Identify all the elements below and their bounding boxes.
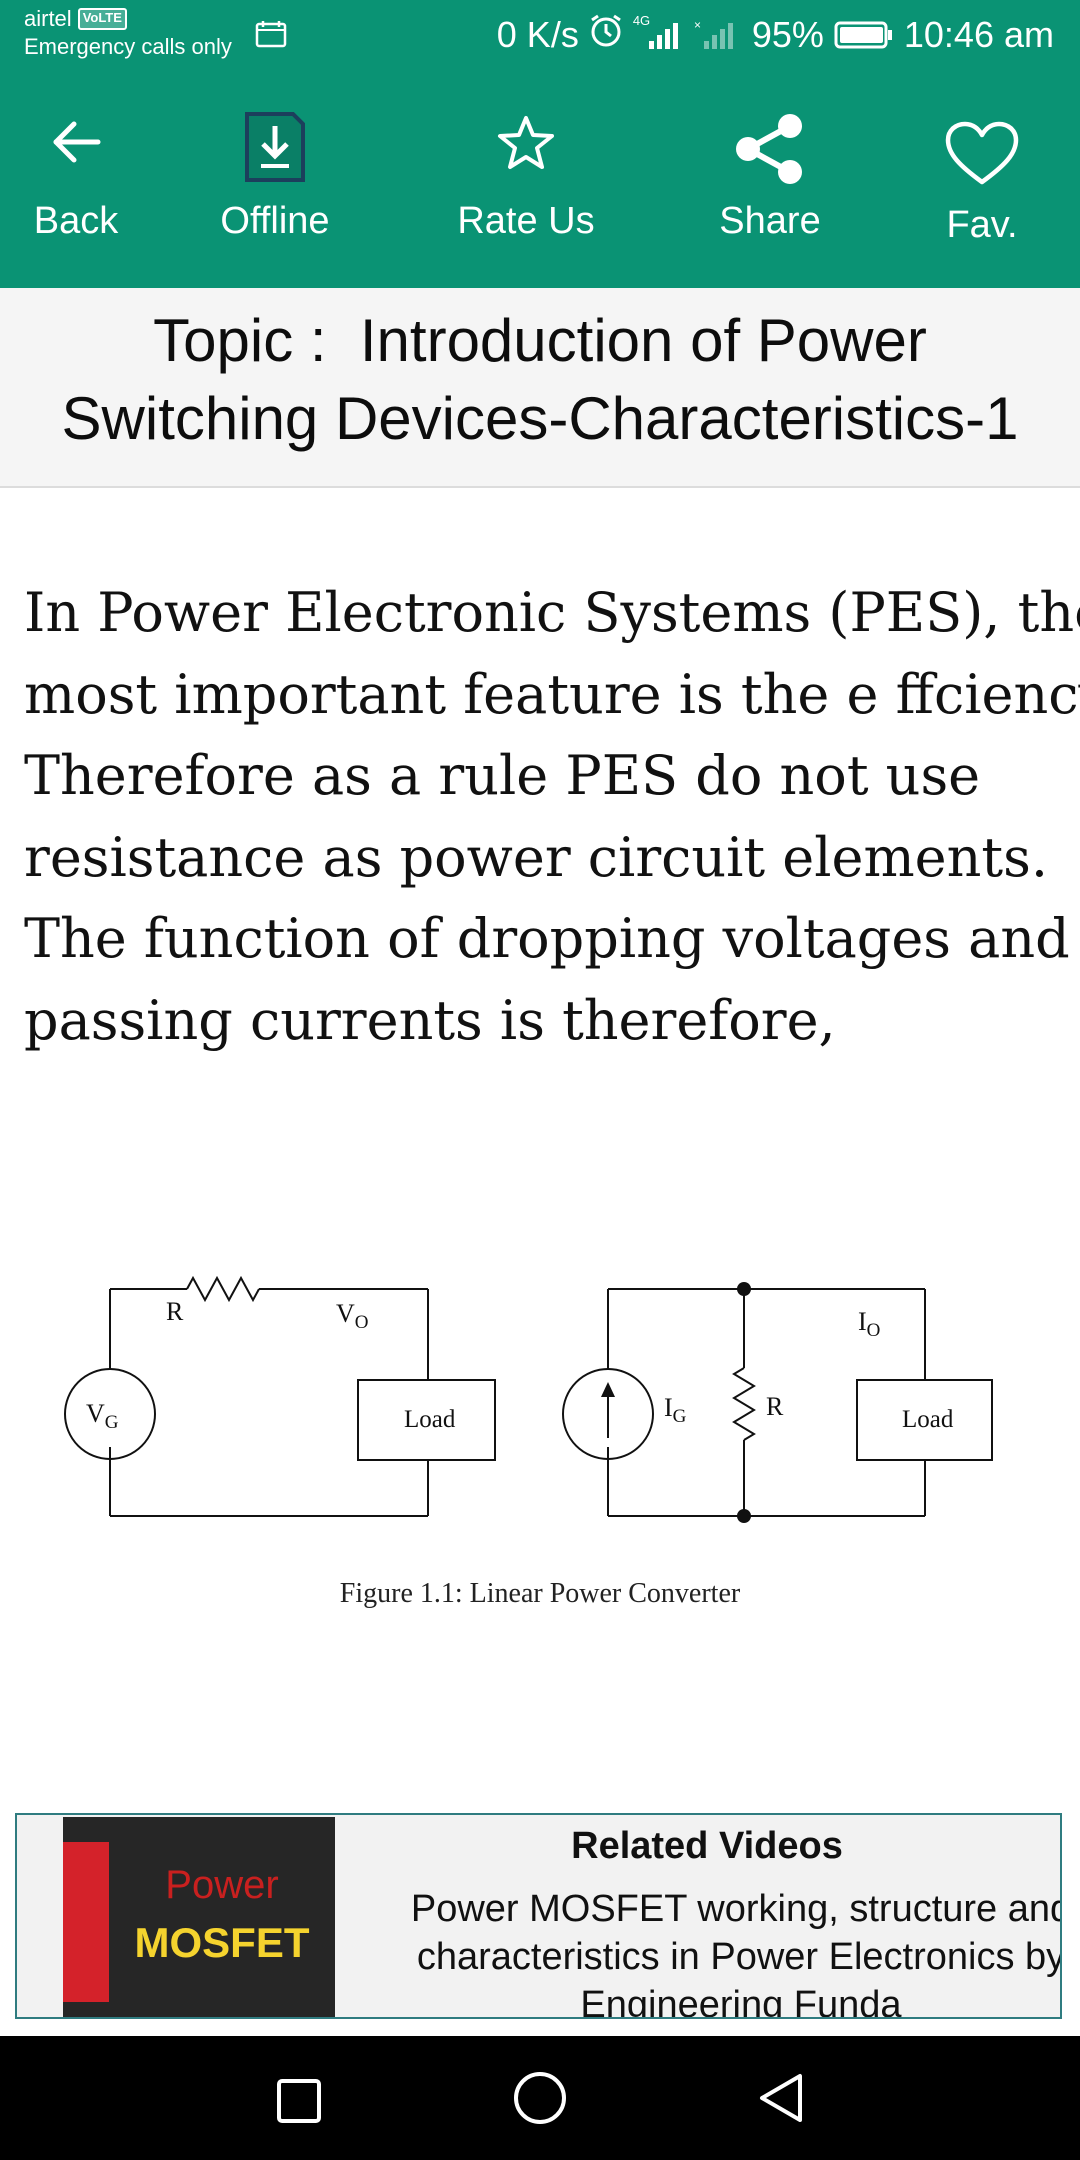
share-button[interactable]: Share <box>705 70 835 288</box>
carrier-info: airtel VoLTE Emergency calls only <box>24 4 232 62</box>
rate-us-button[interactable]: Rate Us <box>456 70 596 288</box>
clock: 10:46 am <box>903 14 1054 55</box>
left-circuit-diagram <box>64 1275 496 1517</box>
battery-percent: 95% <box>751 14 824 55</box>
status-bar: airtel VoLTE Emergency calls only 0 K/s … <box>0 0 1080 70</box>
video-thumbnail[interactable]: Power MOSFET <box>63 1817 335 2017</box>
emergency-text: Emergency calls only <box>24 34 232 59</box>
right-circuit-diagram <box>562 1288 993 1517</box>
related-videos-heading: Related Videos <box>571 1825 843 1867</box>
volte-badge: VoLTE <box>77 8 127 30</box>
right-resistor-label: R <box>766 1392 784 1421</box>
svg-text:×: × <box>694 19 701 32</box>
battery-icon <box>834 19 894 51</box>
circuit-figure: R VO VG Load IG R IO Load <box>0 1240 1080 1640</box>
left-load-label: Load <box>404 1406 456 1433</box>
recents-square-icon[interactable] <box>276 2078 322 2129</box>
rate-us-label: Rate Us <box>457 200 595 242</box>
navigation-bar <box>0 2036 1080 2160</box>
star-icon <box>496 114 556 177</box>
share-icon <box>732 112 808 191</box>
signal-icon: 4G × <box>633 13 742 51</box>
status-indicators: 0 K/s 4G × 9 <box>497 12 1054 58</box>
back-label: Back <box>33 200 119 242</box>
figure-caption: Figure 1.1: Linear Power Converter <box>339 1578 741 1609</box>
article-line: In Power Electronic Systems (PES), the <box>24 581 1080 644</box>
thumbnail-stripe <box>63 1842 109 2002</box>
back-button[interactable]: Back <box>20 70 132 288</box>
back-triangle-icon[interactable] <box>756 2072 806 2129</box>
related-video-title[interactable]: Power MOSFET working, structure and char… <box>410 1888 1062 2019</box>
article-line: most important feature is the e ffciency… <box>24 662 1080 726</box>
offline-label: Offline <box>220 200 330 242</box>
topic-title-line-2: Switching Devices-Characteristics-1 <box>61 385 1019 452</box>
topic-title: Topic : Introduction of Power Switching … <box>0 302 1080 458</box>
offline-button[interactable]: Offline <box>210 70 340 288</box>
related-videos-card[interactable]: Power MOSFET Related Videos Power MOSFET… <box>15 1813 1062 2019</box>
article-text: In Power Electronic Systems (PES), the m… <box>24 572 1080 1061</box>
favourite-button[interactable]: Fav. <box>930 70 1034 288</box>
network-type: 4G <box>632 13 651 28</box>
arrow-left-icon <box>48 114 104 175</box>
right-io-label: IO <box>858 1307 880 1341</box>
download-icon <box>243 110 307 189</box>
heart-icon <box>944 120 1020 191</box>
network-speed: 0 K/s <box>496 14 579 55</box>
share-label: Share <box>719 200 821 242</box>
right-load-label: Load <box>902 1406 954 1433</box>
toolbar: Back Offline Rate Us <box>0 70 1080 288</box>
article-line: Therefore as a rule PES do not use <box>24 744 981 807</box>
left-resistor-label: R <box>166 1297 184 1326</box>
right-ig-label: IG <box>664 1393 687 1427</box>
article-line: resistance as power circuit elements. <box>24 825 1048 889</box>
topic-header: Topic : Introduction of Power Switching … <box>0 288 1080 488</box>
junction-dot-top <box>737 1282 751 1296</box>
thumbnail-text-line-2: MOSFET <box>134 1919 310 1966</box>
favourite-label: Fav. <box>946 204 1018 246</box>
left-vo-label: VO <box>336 1299 369 1333</box>
alarm-icon <box>589 14 623 57</box>
article-line: passing currents is therefore, <box>24 988 836 1052</box>
left-vg-label: VG <box>86 1399 119 1433</box>
junction-dot-bottom <box>737 1509 751 1523</box>
topic-title-line-1: Topic : Introduction of Power <box>153 307 927 374</box>
carrier-name: airtel <box>24 6 72 31</box>
home-circle-icon[interactable] <box>512 2070 568 2131</box>
sim-icon <box>255 20 287 53</box>
thumbnail-text-line-1: Power <box>165 1863 279 1907</box>
article-line: The function of dropping voltages and <box>24 907 1070 970</box>
current-arrow-icon <box>601 1382 615 1397</box>
